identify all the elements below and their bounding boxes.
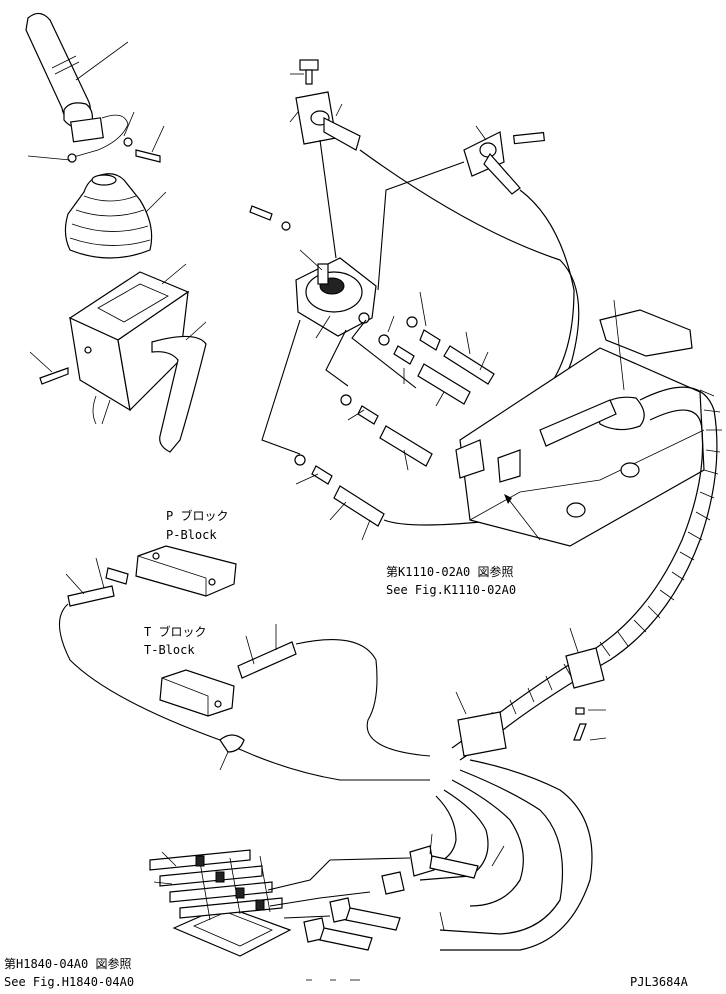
mounting-bracket: [295, 91, 546, 195]
leader-line: [387, 315, 395, 333]
valve-fittings: [303, 845, 479, 951]
leader-line: [347, 409, 365, 421]
leader-line: [295, 473, 319, 485]
leader-line: [27, 155, 71, 161]
leader-line: [419, 291, 427, 327]
ref-h1840-jp: 第H1840-04A0 図参照: [4, 956, 131, 971]
hose-clamp: [457, 647, 605, 757]
hose: [419, 789, 489, 881]
drawing-code: PJL3684A: [630, 975, 689, 989]
bolt: [249, 205, 291, 231]
leader-line: [439, 911, 445, 931]
hose: [451, 779, 524, 907]
leader-line: [161, 263, 187, 285]
top-bolt: [290, 59, 319, 85]
ref-k1110-en: See Fig.K1110-02A0: [386, 583, 516, 597]
return-line: [58, 603, 430, 781]
pilot-valve: [295, 257, 377, 337]
leader-line: [455, 691, 467, 715]
hose: [440, 759, 593, 951]
leader-line: [219, 751, 229, 771]
leader-line: [335, 103, 343, 117]
leader-line: [569, 627, 579, 653]
leader-line: [153, 881, 173, 885]
routing-line: [261, 319, 301, 455]
leader-line: [479, 351, 489, 371]
control-lever: [25, 12, 161, 163]
hose-fittings: [311, 329, 495, 527]
pipe-line: [319, 139, 337, 259]
leader-line: [75, 41, 129, 81]
leader-line: [95, 557, 105, 589]
leader-line: [491, 845, 505, 867]
leader-line: [123, 111, 135, 137]
leader-line: [429, 833, 433, 855]
pipe-line: [377, 161, 465, 291]
routing-line: [325, 329, 349, 387]
leader-line: [161, 851, 177, 867]
leader-line: [185, 321, 207, 341]
leader-line: [329, 501, 347, 521]
control-valve-assembly: [149, 849, 292, 957]
ref-k1110-jp: 第K1110-02A0 図参照: [386, 564, 513, 579]
leader-line: [245, 635, 255, 665]
lever-boot: [64, 173, 153, 259]
routing-line: [351, 319, 417, 389]
valve-line: [267, 857, 411, 891]
leader-line: [315, 315, 331, 339]
hose: [439, 769, 564, 935]
leader-line: [29, 351, 53, 373]
leader-line: [361, 519, 371, 541]
leader-line: [613, 299, 625, 391]
leader-line: [589, 737, 607, 741]
ref-arrow: [505, 495, 541, 541]
leader-line: [289, 111, 299, 123]
t-block-label-en: T-Block: [144, 643, 195, 657]
leader-line: [435, 391, 445, 407]
leader-line: [403, 449, 409, 471]
leader-line: [465, 331, 471, 355]
leader-line: [475, 125, 487, 141]
arrow-head: [504, 494, 512, 504]
leader-line: [145, 191, 167, 213]
leader-line: [65, 573, 85, 595]
t-block-label-jp: T ブロック: [144, 624, 206, 639]
leader-line: [299, 249, 323, 271]
p-block-label-jp: P ブロック: [166, 508, 228, 523]
p-block-label-en: P-Block: [166, 528, 217, 542]
leader-line: [151, 125, 165, 153]
lever-cover-box: [39, 271, 207, 453]
clip: [219, 734, 245, 753]
spiral-hose-wrap: [451, 386, 722, 761]
valve-line: [269, 891, 371, 907]
ref-h1840-en: See Fig.H1840-04A0: [4, 975, 134, 989]
t-block: [159, 641, 297, 717]
p-block: [67, 545, 237, 607]
frame-bracket: [455, 309, 705, 547]
return-line: [295, 639, 431, 757]
valve-line: [283, 915, 331, 919]
